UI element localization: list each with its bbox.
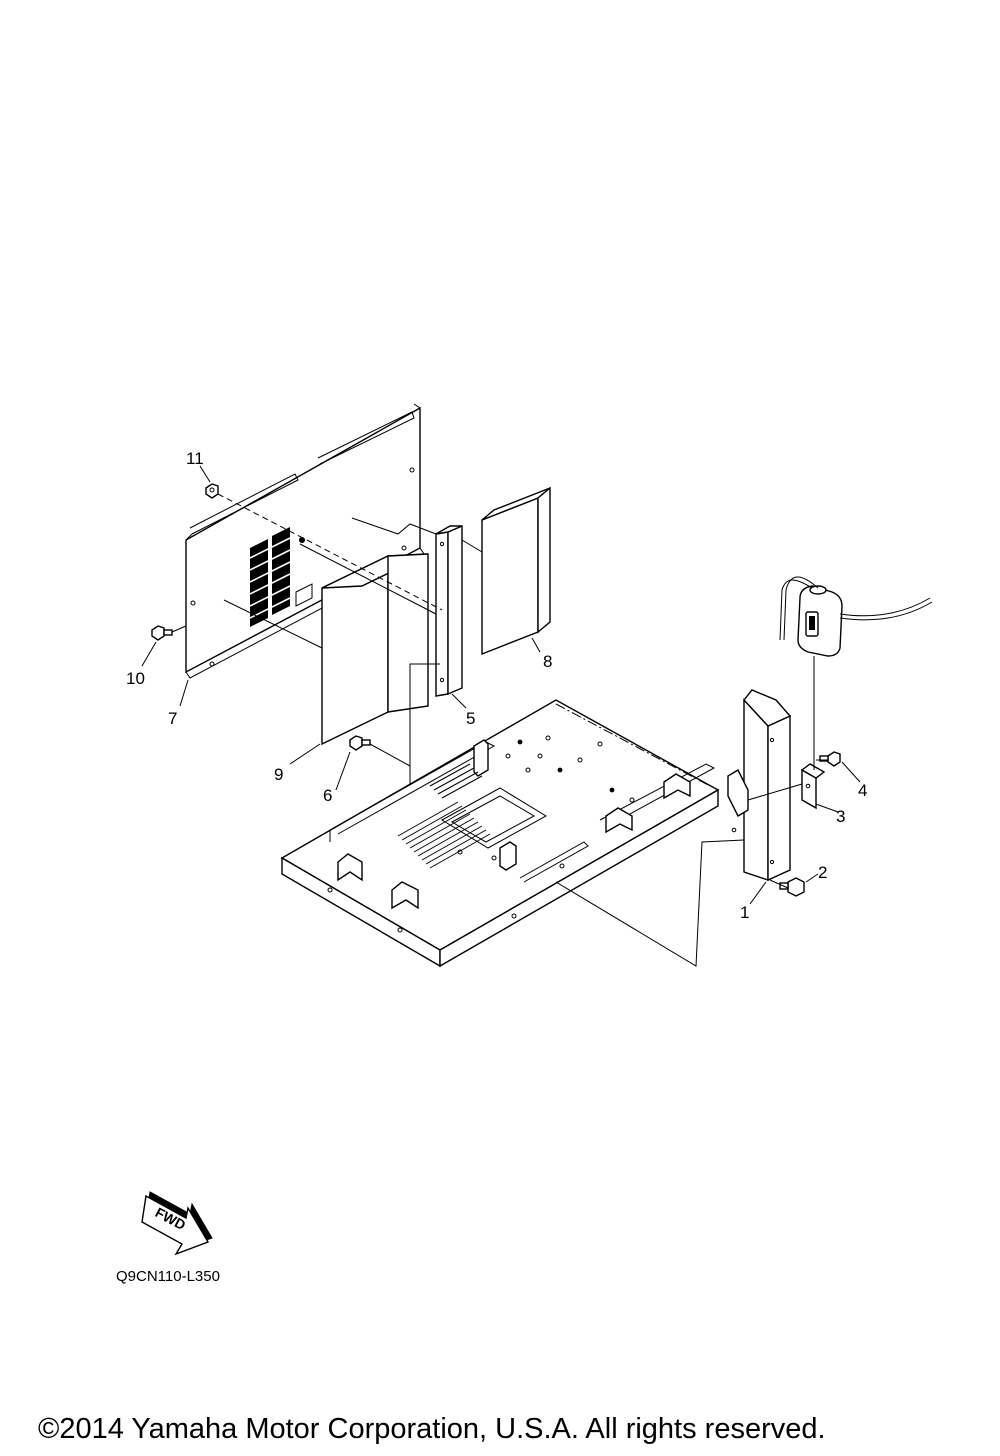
reservoir-tank bbox=[779, 576, 933, 770]
bracket-strip bbox=[435, 524, 463, 697]
callout-7: 7 bbox=[168, 709, 177, 728]
assembly-lines bbox=[171, 493, 828, 967]
callout-2: 2 bbox=[818, 863, 827, 882]
insulation-pad-left bbox=[321, 553, 429, 746]
bolt-11-icon bbox=[205, 483, 219, 499]
support-bracket bbox=[727, 689, 792, 882]
frame-tray bbox=[280, 699, 720, 968]
callout-10: 10 bbox=[126, 669, 145, 688]
callout-5: 5 bbox=[466, 709, 475, 728]
callout-labels: 1 2 3 4 5 6 7 8 9 10 11 bbox=[126, 449, 867, 922]
callout-6: 6 bbox=[323, 786, 332, 805]
copyright-notice: ©2014 Yamaha Motor Corporation, U.S.A. A… bbox=[38, 1413, 826, 1445]
bolt-10-icon bbox=[151, 625, 173, 641]
callout-1: 1 bbox=[740, 903, 749, 922]
side-cover-panel bbox=[185, 403, 425, 679]
callout-8: 8 bbox=[543, 652, 552, 671]
insulation-pad-right bbox=[481, 486, 551, 656]
bolt-6-icon bbox=[349, 735, 371, 751]
diagram-code: Q9CN110-L350 bbox=[116, 1268, 220, 1285]
tray-louvers bbox=[397, 763, 491, 869]
callout-4: 4 bbox=[858, 781, 867, 800]
clamp-bracket bbox=[800, 763, 826, 810]
callout-11: 11 bbox=[186, 449, 204, 468]
fwd-arrow-icon: FWD bbox=[141, 1191, 213, 1256]
callout-9: 9 bbox=[274, 765, 283, 784]
bolt-2-icon bbox=[779, 877, 805, 897]
panel-louvers bbox=[249, 527, 291, 627]
bolt-4-icon bbox=[819, 751, 841, 767]
callout-leaders bbox=[141, 465, 861, 905]
callout-3: 3 bbox=[836, 807, 845, 826]
